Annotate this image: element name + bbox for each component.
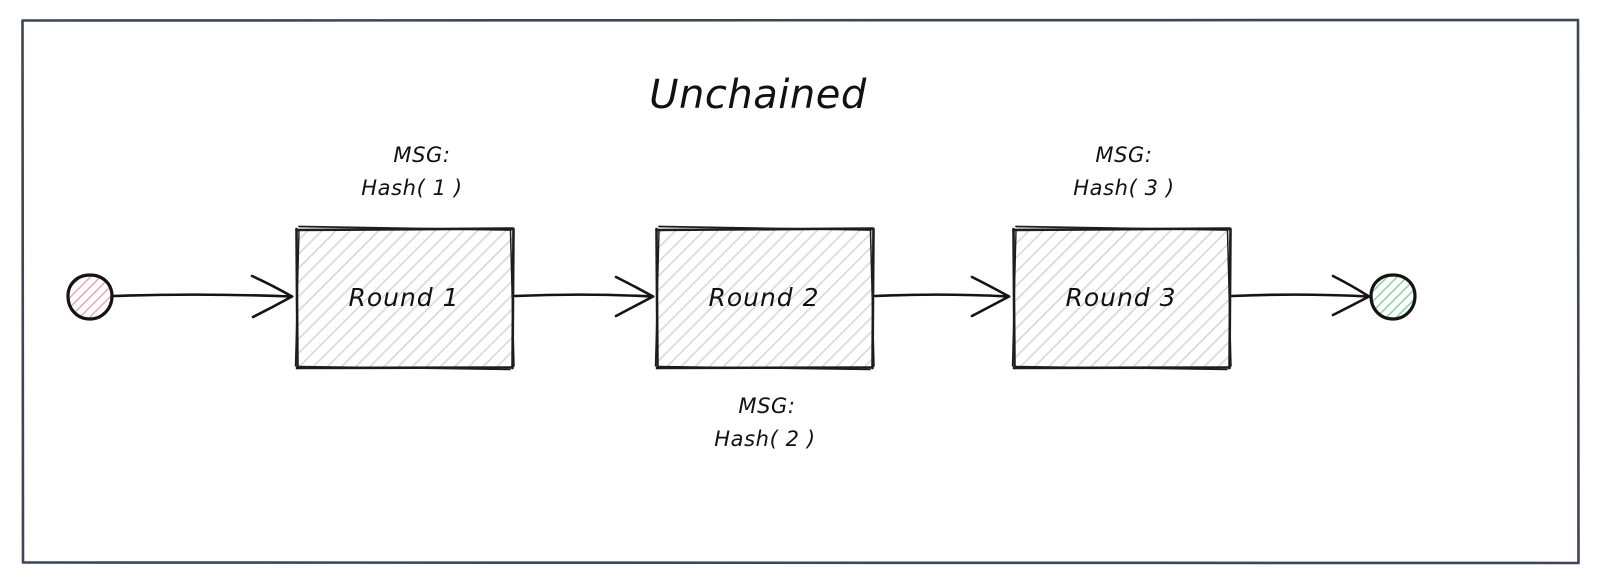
outer-frame (21, 18, 1580, 565)
page-title: Unchained (649, 72, 867, 118)
round-2-label: Round 2 (708, 283, 819, 312)
end-node[interactable] (1369, 273, 1417, 321)
msg-2-annotation: MSG: Hash( 2 ) (714, 394, 815, 451)
round-3-label: Round 3 (1065, 283, 1176, 312)
msg-2-line-1: MSG: (738, 394, 795, 418)
start-node[interactable] (66, 273, 114, 321)
msg-3-line-1: MSG: (1095, 143, 1152, 167)
msg-1-line-2: Hash( 1 ) (361, 176, 462, 200)
arrow-round-1-to-round-2 (513, 275, 655, 318)
msg-3-annotation: MSG: Hash( 3 ) (1073, 143, 1174, 200)
arrow-round-2-to-round-3 (873, 275, 1011, 318)
msg-2-line-2: Hash( 2 ) (714, 427, 815, 451)
round-2-box[interactable]: Round 2 (654, 225, 875, 371)
msg-1-annotation: MSG: Hash( 1 ) (361, 143, 462, 200)
round-1-label: Round 1 (348, 283, 459, 312)
round-1-box[interactable]: Round 1 (294, 225, 515, 371)
round-3-box[interactable]: Round 3 (1011, 225, 1232, 371)
arrow-start-to-round-1 (111, 274, 294, 319)
msg-3-line-2: Hash( 3 ) (1073, 176, 1174, 200)
arrow-round-3-to-end (1230, 274, 1371, 317)
msg-1-line-1: MSG: (393, 143, 450, 167)
